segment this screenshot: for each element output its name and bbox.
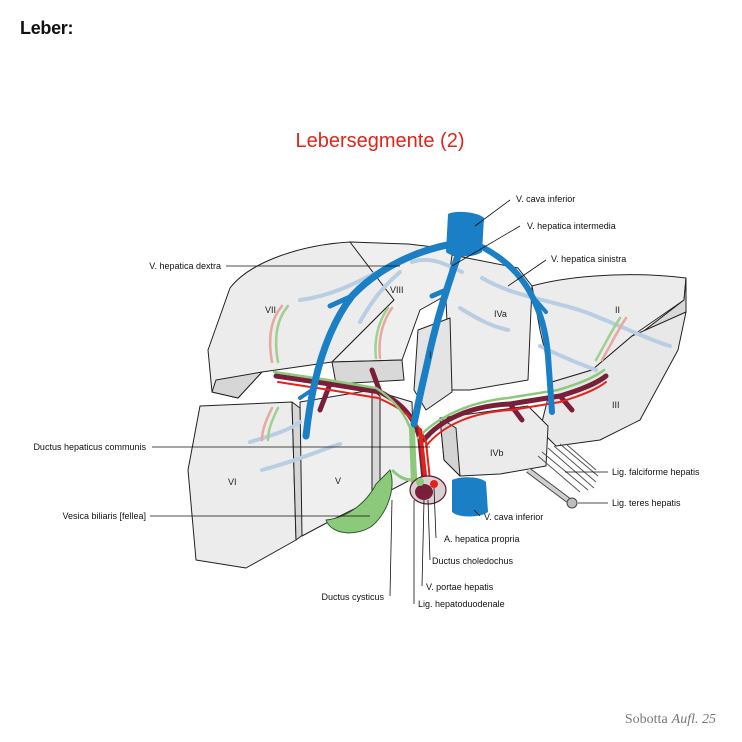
segment-vi bbox=[187, 401, 297, 569]
ligaments bbox=[526, 443, 599, 509]
label-vesica-biliaris: Vesica biliaris [fellea] bbox=[62, 511, 146, 521]
label-ductus-choledochus: Ductus choledochus bbox=[432, 556, 514, 566]
hepatic-veins bbox=[298, 211, 555, 517]
label-ductus-cysticus: Ductus cysticus bbox=[321, 592, 384, 602]
ivc-bottom bbox=[452, 477, 488, 517]
ductus-cysticus-path bbox=[390, 468, 413, 482]
label-v-hepatica-intermedia: V. hepatica intermedia bbox=[527, 221, 616, 231]
ivc-top bbox=[446, 211, 484, 257]
label-lig-teres: Lig. teres hepatis bbox=[612, 498, 681, 508]
label-v-hepatica-dextra: V. hepatica dextra bbox=[149, 261, 221, 271]
segment-iii bbox=[539, 311, 687, 447]
leader-lines bbox=[150, 199, 608, 604]
segment-label-v: V bbox=[335, 476, 341, 486]
label-v-hepatica-sinistra: V. hepatica sinistra bbox=[551, 254, 626, 264]
label-v-portae-hepatis: V. portae hepatis bbox=[426, 582, 494, 592]
segment-viii bbox=[331, 241, 461, 363]
segment-label-vii: VII bbox=[265, 305, 276, 315]
segment-label-iva: IVa bbox=[494, 309, 507, 319]
label-ductus-hepaticus-communis: Ductus hepaticus communis bbox=[33, 442, 146, 452]
label-v-cava-inferior-bottom: V. cava inferior bbox=[484, 512, 543, 522]
segment-label-ii: II bbox=[615, 305, 620, 315]
label-lig-falciforme: Lig. falciforme hepatis bbox=[612, 467, 700, 477]
segment-label-i: I bbox=[429, 350, 432, 360]
credit-edition: Aufl. 25 bbox=[671, 712, 716, 727]
segment-label-iii: III bbox=[612, 400, 620, 410]
segment-label-ivb: IVb bbox=[490, 448, 504, 458]
portal-triad-faint bbox=[260, 304, 628, 442]
label-v-cava-inferior-top: V. cava inferior bbox=[516, 194, 575, 204]
figure-title: Lebersegmente (2) bbox=[295, 130, 465, 152]
portal-tree bbox=[272, 367, 609, 487]
hepatoduodenal-cross-section bbox=[409, 475, 447, 505]
page-header: Leber: bbox=[20, 18, 74, 38]
label-lig-hepatoduodenale: Lig. hepatoduodenale bbox=[418, 599, 505, 609]
credit-publisher: Sobotta bbox=[624, 712, 668, 727]
segment-label-vi: VI bbox=[228, 477, 237, 487]
segment-label-viii: VIII bbox=[390, 285, 404, 295]
gallbladder bbox=[325, 469, 393, 534]
label-a-hepatica-propria: A. hepatica propria bbox=[444, 534, 520, 544]
